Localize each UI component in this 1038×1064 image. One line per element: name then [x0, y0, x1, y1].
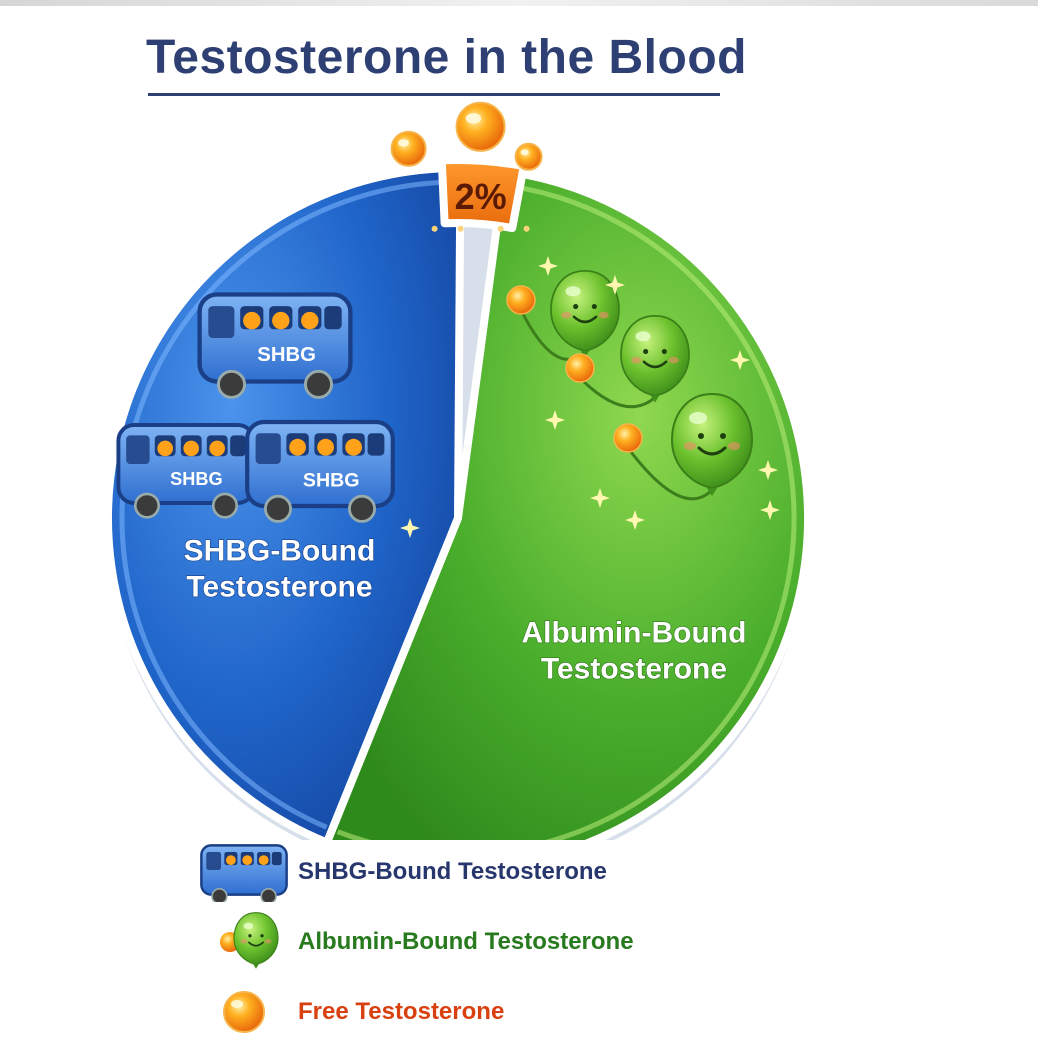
free-slice-dot	[523, 225, 530, 232]
bus-icon: SHBG	[116, 423, 256, 520]
page-title: Testosterone in the Blood	[146, 31, 747, 84]
sphere-highlight	[398, 139, 409, 147]
pie-rim-albumin	[336, 183, 797, 840]
free-slice-dot	[457, 225, 464, 232]
legend-item-albumin: Albumin-Bound Testosterone	[190, 912, 690, 972]
balloon-string	[626, 447, 714, 501]
bus-icon	[200, 844, 288, 902]
sphere-highlight	[520, 149, 529, 156]
bus-icon: SHBG	[200, 295, 351, 398]
top-decorative-strip	[0, 0, 1038, 6]
bus-icon: SHBG	[247, 422, 393, 521]
legend-item-free: Free Testosterone	[190, 982, 690, 1042]
sphere-highlight	[465, 113, 482, 124]
orange-sphere-icon	[506, 285, 536, 315]
legend-label-free: Free Testosterone	[298, 998, 505, 1025]
balloon-string	[578, 376, 656, 409]
orange-sphere-icon	[565, 353, 595, 383]
bus-label: SHBG	[303, 469, 360, 491]
free-slice-dot	[431, 225, 438, 232]
title-underline	[148, 93, 720, 96]
slice-data-label-free: 2%	[455, 176, 507, 217]
bus-label: SHBG	[257, 344, 316, 366]
orange-sphere-icon	[613, 423, 643, 453]
legend-item-shbg: SHBG-Bound Testosterone	[190, 842, 690, 902]
bus-label: SHBG	[170, 469, 223, 489]
orange-sphere-icon	[390, 130, 427, 167]
balloon-character-icon	[220, 912, 279, 970]
orange-sphere-icon	[223, 991, 265, 1033]
legend: SHBG-Bound Testosterone Albumin-Bound Te…	[190, 842, 710, 1052]
legend-label-albumin: Albumin-Bound Testosterone	[298, 928, 634, 955]
legend-label-shbg: SHBG-Bound Testosterone	[298, 858, 607, 885]
free-slice-dot	[497, 225, 504, 232]
orange-sphere-icon	[514, 142, 543, 171]
pie-slice-albumin	[323, 167, 812, 840]
orange-sphere-icon	[455, 101, 506, 152]
pie-slice-free	[437, 156, 528, 233]
